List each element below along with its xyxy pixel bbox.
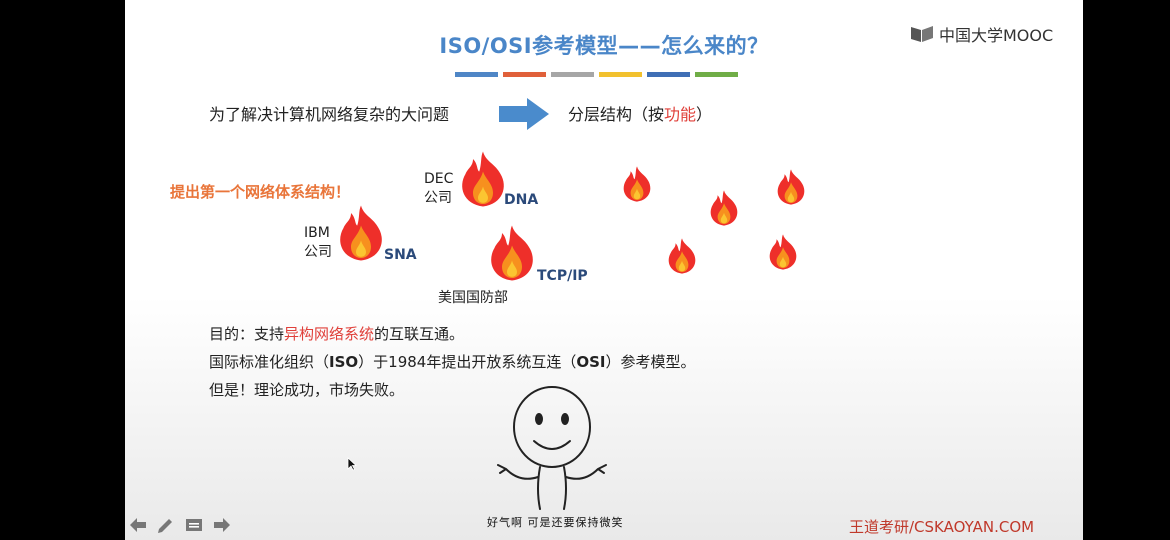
iso-text-1: 国际标准化组织（ <box>209 353 330 371</box>
color-bar <box>647 72 690 77</box>
ibm-label: IBM 公司 <box>304 224 332 262</box>
dec-company: DEC <box>424 171 454 187</box>
ibm-company: IBM <box>304 225 330 241</box>
first-network-text: 提出第一个网络体系结构！ <box>170 183 351 201</box>
fire-icon <box>491 225 533 281</box>
fire-icon <box>462 151 504 207</box>
iso-text-2: ）于1984年提出开放系统互连（ <box>358 353 577 371</box>
solution-text: 分层结构（按功能） <box>568 101 712 125</box>
purpose-prefix: 目的：支持 <box>209 325 285 343</box>
title-color-bars <box>455 72 738 77</box>
cursor-icon <box>347 457 357 471</box>
menu-icon[interactable] <box>185 517 203 533</box>
dod-label: 美国国防部 <box>438 290 508 306</box>
ibm-company-suffix: 公司 <box>304 243 332 260</box>
iso-bold: ISO <box>329 353 359 371</box>
fire-icon <box>668 238 696 274</box>
purpose-suffix: 的互联互通。 <box>374 325 465 343</box>
dec-company-suffix: 公司 <box>424 189 452 206</box>
osi-bold: OSI <box>576 353 606 371</box>
mooc-logo-icon <box>911 26 933 42</box>
arrow-right-icon <box>499 98 549 130</box>
problem-text: 为了解决计算机网络复杂的大问题 <box>209 105 450 124</box>
color-bar <box>695 72 738 77</box>
color-bar <box>551 72 594 77</box>
fire-icon <box>769 234 797 270</box>
color-bar <box>503 72 546 77</box>
forward-icon[interactable] <box>213 517 231 533</box>
conclusion-text: 但是！理论成功，市场失败。 <box>209 381 405 399</box>
dec-label: DEC 公司 <box>424 170 453 208</box>
purpose-highlight: 异构网络系统 <box>284 325 375 343</box>
fire-icon <box>710 190 738 226</box>
dod-protocol: TCP/IP <box>537 268 588 284</box>
fire-icon <box>777 169 805 205</box>
color-bar <box>455 72 498 77</box>
solution-highlight: 功能 <box>664 105 697 124</box>
solution-text-suffix: ） <box>696 105 713 124</box>
meme-caption: 好气啊 可是还要保持微笑 <box>487 516 624 529</box>
footer-brand: 王道考研/CSKAOYAN.COM <box>849 518 1035 536</box>
fire-icon <box>623 166 651 202</box>
slide-title: ISO/OSI参考模型——怎么来的？ <box>439 34 769 58</box>
color-bar <box>599 72 642 77</box>
solution-text-prefix: 分层结构（按 <box>568 105 665 124</box>
fire-icon <box>340 205 382 261</box>
pen-icon[interactable] <box>156 517 174 535</box>
back-icon[interactable] <box>129 517 147 533</box>
smiling-meme-icon <box>497 386 607 510</box>
mooc-logo: 中国大学MOOC <box>909 22 1053 46</box>
mooc-logo-text: 中国大学MOOC <box>939 26 1054 45</box>
purpose-text: 目的：支持异构网络系统的互联互通。 <box>209 323 464 344</box>
iso-text-3: ）参考模型。 <box>605 353 696 371</box>
slide: ISO/OSI参考模型——怎么来的？ 中国大学MOOC 为了解决计算机网络复杂的… <box>125 0 1083 540</box>
dec-protocol: DNA <box>504 192 539 208</box>
iso-text: 国际标准化组织（ISO）于1984年提出开放系统互连（OSI）参考模型。 <box>209 351 696 372</box>
ibm-protocol: SNA <box>384 247 417 263</box>
